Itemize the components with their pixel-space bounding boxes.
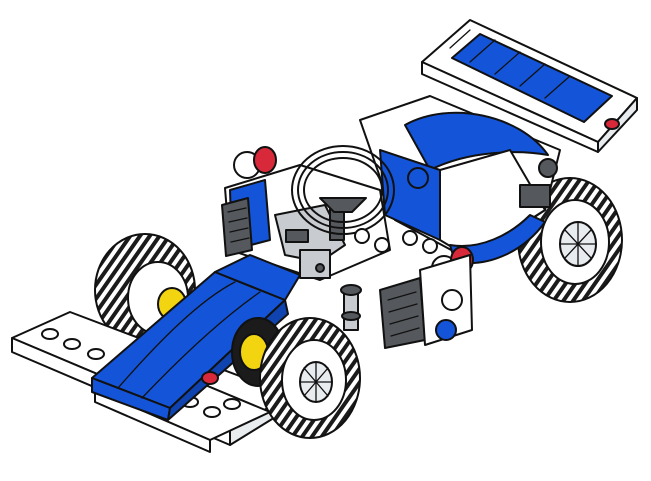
seat-grille bbox=[285, 229, 309, 243]
exhaust-block bbox=[519, 184, 551, 208]
steering-wheel-hub bbox=[319, 197, 367, 213]
right-side bbox=[379, 254, 473, 349]
stud-blue bbox=[407, 167, 429, 189]
right-blue-stud bbox=[435, 319, 457, 341]
rear-body bbox=[359, 95, 561, 265]
lamp-left-red bbox=[253, 146, 277, 174]
engine-cover-stripe bbox=[404, 111, 549, 171]
right-grille-block bbox=[379, 277, 426, 349]
side-clip bbox=[299, 249, 331, 279]
suspension bbox=[340, 284, 362, 331]
rear-wing-light bbox=[604, 118, 620, 130]
steering-wheel-rim bbox=[297, 151, 389, 229]
rear-wing bbox=[421, 19, 638, 153]
side-pod-right-stripe bbox=[449, 214, 546, 265]
rear-wing-stripe bbox=[451, 33, 613, 123]
cockpit bbox=[221, 145, 438, 281]
steering-wheel-outline-inner bbox=[303, 157, 383, 223]
steering-wheel-outline-outer bbox=[291, 145, 395, 235]
exhaust-pipe bbox=[538, 158, 558, 178]
left-grille-block bbox=[221, 197, 253, 257]
nose-light bbox=[201, 371, 219, 385]
front-right-wheel bbox=[259, 317, 361, 439]
